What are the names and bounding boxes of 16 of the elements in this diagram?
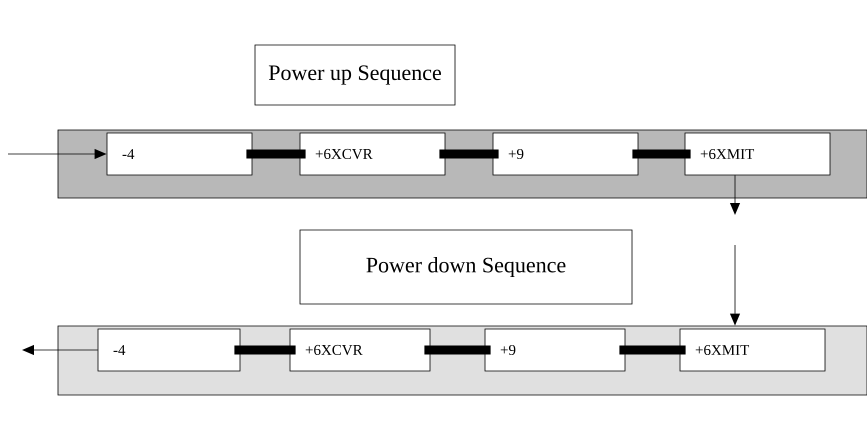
connector-bar <box>246 150 306 158</box>
connector-bar <box>424 346 491 354</box>
voltage-box: -4 <box>98 328 240 372</box>
connector-bar <box>619 346 686 354</box>
connector-bar <box>234 346 296 354</box>
voltage-box: +6XMIT <box>680 328 826 372</box>
voltage-box: +9 <box>484 328 626 372</box>
voltage-box: -4 <box>106 132 252 176</box>
connector-bar <box>439 150 499 158</box>
title-box: Power down Sequence <box>300 230 632 304</box>
voltage-box: +6XMIT <box>684 132 830 176</box>
connector-bar <box>632 150 691 158</box>
voltage-box: +6XCVR <box>300 132 446 176</box>
voltage-box: +6XCVR <box>290 328 430 372</box>
title-box: Power up Sequence <box>254 44 456 106</box>
voltage-box: +9 <box>492 132 638 176</box>
